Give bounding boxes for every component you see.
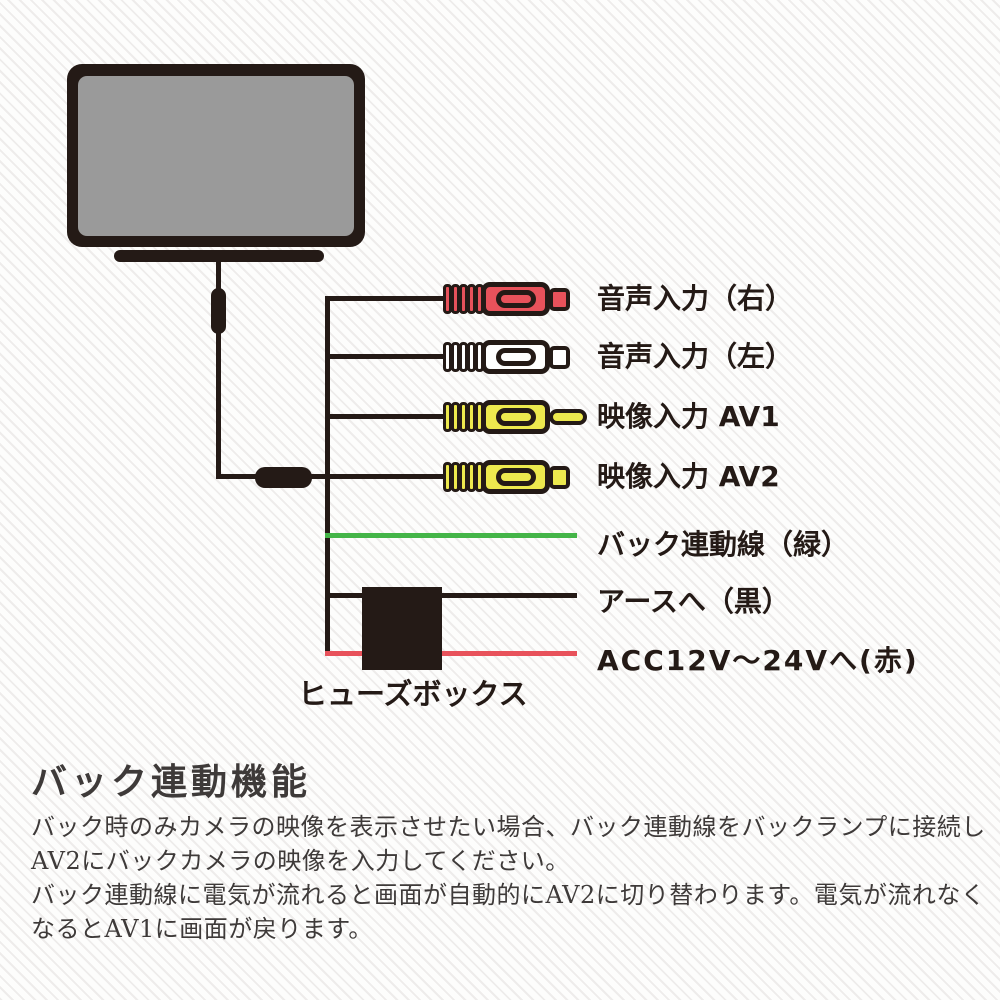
connector-strain-relief: [443, 402, 484, 432]
rca-connector-audio-right: [443, 282, 570, 316]
branch-line-video-av1: [327, 414, 447, 419]
connector-body: [481, 282, 550, 316]
label-ground-wire: アースへ（黒）: [597, 585, 790, 618]
label-video-input-av1: 映像入力 AV1: [597, 400, 780, 433]
connector-body: [481, 340, 550, 374]
branch-line-audio-left: [327, 354, 447, 359]
label-acc-power-wire: ACC12V～24Vへ(赤): [597, 644, 919, 677]
branch-line-video-av2: [327, 474, 447, 479]
connector-strain-relief: [443, 462, 484, 492]
description-line: AV2にバックカメラの映像を入力してください。: [31, 847, 570, 875]
connector-body: [481, 460, 550, 494]
description-line: バック連動線に電気が流れると画面が自動的にAV2に切り替わります。電気が流れなく: [31, 881, 986, 909]
rca-connector-audio-left: [443, 340, 570, 374]
description-line: バック時のみカメラの映像を表示させたい場合、バック連動線をバックランプに接続し: [31, 813, 986, 841]
connector-tip: [549, 409, 587, 425]
monitor-illustration: [67, 64, 365, 247]
connector-strain-relief: [443, 342, 484, 372]
cable-ferrite-bead-vertical: [211, 288, 226, 334]
connector-ring: [495, 290, 536, 308]
label-fuse-box: ヒューズボックス: [298, 677, 528, 711]
monitor-stand: [114, 250, 324, 262]
ground-wire-black: [325, 593, 577, 598]
connector-strain-relief: [443, 284, 484, 314]
branch-line-audio-right: [327, 296, 447, 301]
rca-connector-video-av2: [443, 460, 570, 494]
connector-ring: [495, 468, 536, 486]
label-audio-input-left: 音声入力（左）: [597, 340, 794, 373]
connector-body: [481, 400, 550, 434]
connector-tip: [549, 345, 570, 369]
description-text: バック時のみカメラの映像を表示させたい場合、バック連動線をバックランプに接続し …: [31, 810, 986, 946]
cable-connector-bead-horizontal: [255, 467, 312, 488]
description-line: なるとAV1に画面が戻ります。: [31, 915, 373, 943]
connector-ring: [495, 348, 536, 366]
fuse-box: [362, 587, 442, 670]
rca-connector-video-av1: [443, 400, 587, 434]
label-back-signal-wire: バック連動線（緑）: [597, 528, 850, 561]
monitor-screen: [78, 76, 354, 236]
label-audio-input-right: 音声入力（右）: [597, 282, 794, 315]
acc-power-wire-red: [325, 651, 577, 656]
section-heading: バック連動機能: [31, 761, 312, 803]
monitor-cable-vertical: [216, 258, 221, 477]
connector-ring: [495, 408, 536, 426]
connector-tip: [549, 465, 570, 489]
back-signal-wire-green: [325, 533, 577, 538]
connector-tip: [549, 287, 570, 311]
label-video-input-av2: 映像入力 AV2: [597, 460, 780, 493]
